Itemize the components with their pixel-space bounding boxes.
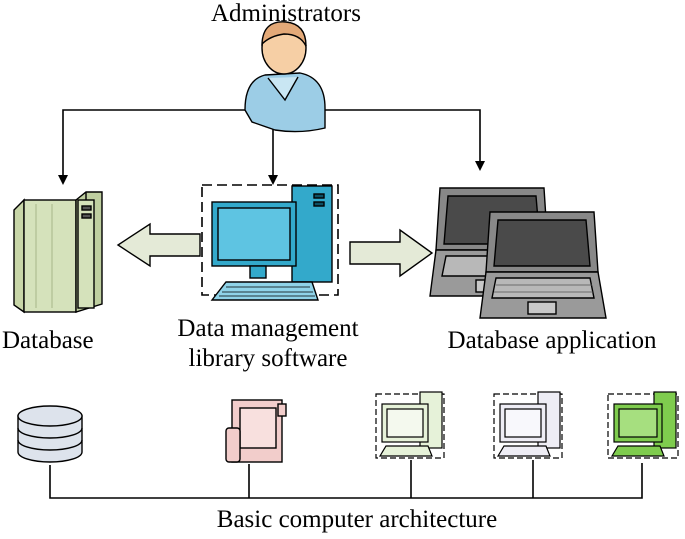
- database-label: Database: [2, 327, 94, 354]
- phone-icon: [225, 399, 287, 463]
- arrow-to-db-application: [349, 228, 434, 278]
- computer-icon: [493, 391, 563, 459]
- dm-software-label-line2: library software: [188, 345, 348, 372]
- database-disk-icon: [17, 405, 83, 463]
- server-icon: [13, 191, 103, 314]
- connector-to-database: [58, 109, 245, 185]
- computer-icon: [607, 391, 679, 459]
- administrators-label: Administrators: [211, 0, 361, 27]
- bus-line: [49, 460, 643, 499]
- basic-architecture-label: Basic computer architecture: [216, 506, 498, 533]
- arrow-to-database: [116, 222, 201, 268]
- computer-icon: [375, 391, 445, 459]
- dm-software-label-line1: Data management: [177, 315, 359, 342]
- person-icon: [244, 21, 326, 133]
- laptop-icon: [479, 211, 607, 319]
- connector-to-db-application: [325, 109, 485, 171]
- desktop-computer-icon: [201, 184, 339, 301]
- db-application-label: Database application: [447, 327, 657, 354]
